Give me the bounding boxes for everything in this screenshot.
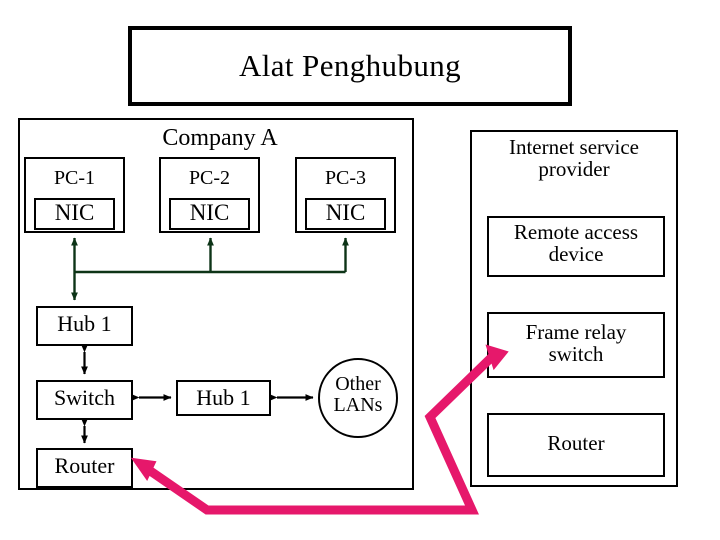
- pc-1-box[interactable]: [24, 157, 125, 233]
- company-router-label: Router: [54, 453, 115, 478]
- other-lans-label: Other LANs: [333, 373, 383, 416]
- pc-1-nic-label: NIC: [54, 200, 95, 225]
- frame-relay-switch-label: Frame relay switch: [525, 320, 627, 367]
- page-title: Alat Penghubung: [238, 47, 462, 83]
- isp-title: Internet service provider: [508, 135, 639, 182]
- switch-label: Switch: [53, 385, 116, 410]
- pc-2-label: PC-2: [188, 167, 231, 189]
- remote-access-device-label: Remote access device: [513, 220, 639, 267]
- pc-3-label: PC-3: [324, 167, 367, 189]
- isp-frame: [470, 130, 678, 487]
- pc-2-nic-box[interactable]: [169, 198, 250, 230]
- pc-3-nic-box[interactable]: [305, 198, 386, 230]
- pc-1-label: PC-1: [53, 167, 96, 189]
- remote-access-device-box[interactable]: [487, 216, 665, 277]
- pc-2-nic-label: NIC: [189, 200, 230, 225]
- pc-3-box[interactable]: [295, 157, 396, 233]
- pc-3-nic-label: NIC: [325, 200, 366, 225]
- isp-router-label: Router: [547, 431, 605, 455]
- hub-1-top-label: Hub 1: [57, 311, 112, 336]
- title-box: [128, 26, 572, 106]
- hub-1-mid-label: Hub 1: [196, 385, 251, 410]
- pc-1-nic-box[interactable]: [34, 198, 115, 230]
- company-a-title: Company A: [162, 125, 278, 151]
- pc-2-box[interactable]: [159, 157, 260, 233]
